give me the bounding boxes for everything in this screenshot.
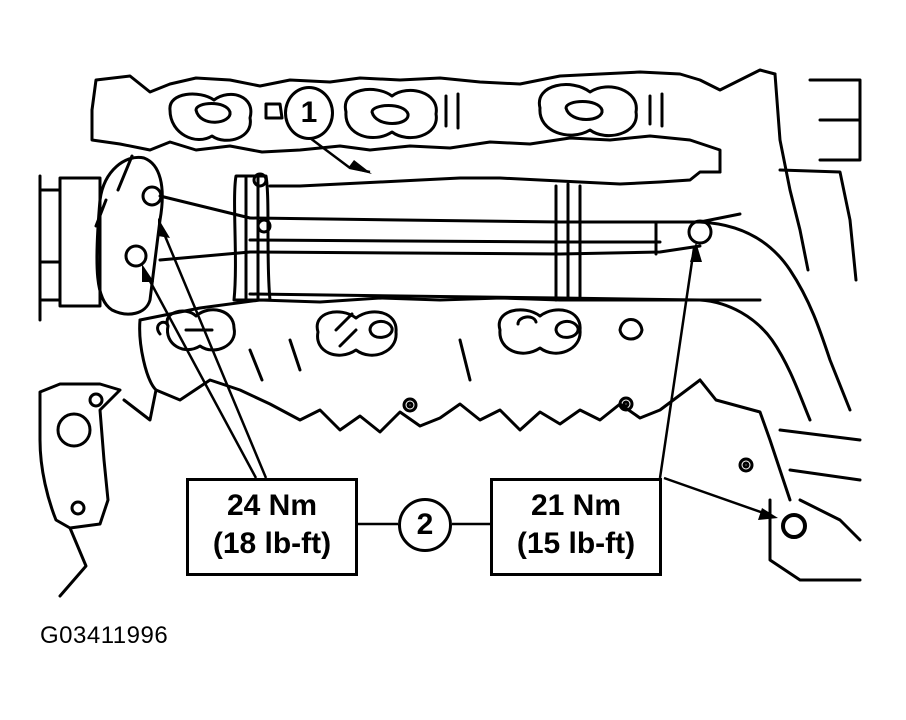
egr-tube bbox=[248, 182, 852, 422]
callout-part-2: 2 bbox=[398, 498, 452, 552]
upper-manifold bbox=[90, 68, 862, 282]
figure-id: G03411996 bbox=[40, 622, 169, 649]
arrowheads bbox=[142, 160, 778, 520]
manifold-bolt-lower-right-icon bbox=[781, 513, 807, 539]
torque-left-imperial: (18 lb-ft) bbox=[212, 527, 332, 560]
egr-valve-flange bbox=[38, 154, 252, 322]
right-lower-structure bbox=[768, 428, 862, 582]
torque-left-metric: 24 Nm bbox=[226, 489, 318, 522]
exhaust-manifold bbox=[122, 296, 792, 502]
egr-bolt-right-icon bbox=[687, 219, 713, 245]
tube-bracket bbox=[232, 172, 272, 302]
callout-part-1: 1 bbox=[284, 86, 334, 140]
lower-left-bracket bbox=[38, 382, 122, 598]
leader-lines bbox=[142, 137, 773, 526]
torque-spec-left: 24 Nm (18 lb-ft) bbox=[186, 478, 358, 576]
torque-spec-right: 21 Nm (15 lb-ft) bbox=[490, 478, 662, 576]
torque-right-imperial: (15 lb-ft) bbox=[516, 527, 636, 560]
torque-right-metric: 21 Nm bbox=[530, 489, 622, 522]
